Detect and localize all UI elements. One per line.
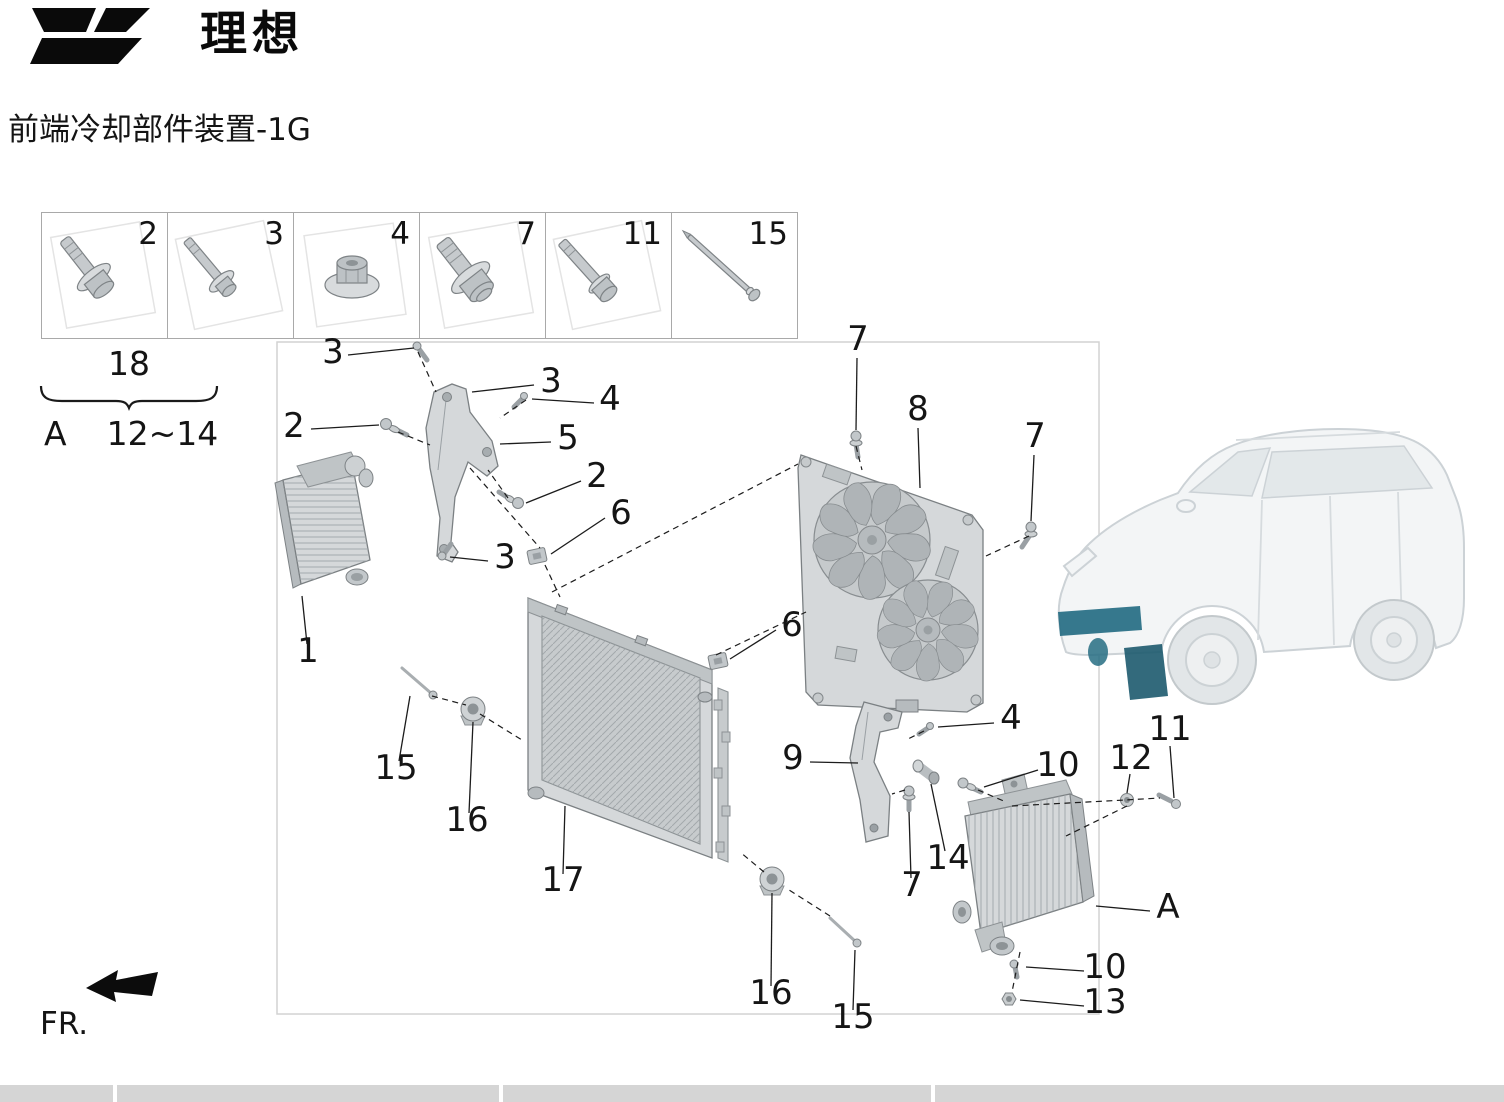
screw-4-upper [511,392,528,410]
part-1-intercooler [274,451,374,589]
clip-6b [707,652,729,670]
kit-brace [38,384,220,416]
highlighted-cooling-module [1058,606,1168,700]
callout: 3 [494,537,516,577]
bolt-2-lower [496,489,524,509]
kit-number: 18 [108,344,150,383]
bolt-7-fan-top [849,430,863,460]
front-arrow-icon [86,970,158,1002]
callout: 17 [541,860,584,900]
bolt-3-bracket-bottom [437,541,454,561]
callout: 14 [926,838,969,878]
callout-labels: 3 3 4 2 5 2 6 3 1 7 8 7 6 4 9 10 12 11 1… [283,319,1191,1037]
li-auto-logo-icon [30,8,150,64]
nut-13 [1001,992,1017,1006]
spacer-14 [912,759,940,785]
stud-10-lower [1009,959,1020,980]
part-a-intercooler [952,773,1095,956]
bolt-10-upper [957,777,984,795]
callout: A [1156,887,1179,927]
callout: 3 [322,332,344,372]
long-screw-icon [681,229,761,302]
rod-15-left [400,666,438,700]
kit-ref-range: 12~14 [106,414,219,453]
table-header-cell [0,1085,113,1102]
callout: 15 [831,997,874,1037]
part-17-radiator [527,597,731,863]
callout: 7 [901,865,923,905]
fastener-box-4: 4 [293,212,420,339]
callout: 2 [283,406,305,446]
front-direction-indicator: FR. [40,970,158,1042]
kit-ref-label: A [44,414,67,453]
callout: 7 [847,319,869,359]
page-title: 前端冷却部件装置-1G [8,112,311,148]
callout: 16 [445,800,488,840]
callout: 7 [1024,416,1046,456]
fastener-box-11: 11 [545,212,672,339]
diagram-frame [276,341,1100,1015]
bolt-7-fan-right [1019,521,1038,550]
bolt-2-left [380,418,410,438]
callout: 16 [749,973,792,1013]
fastener-legend: 2 3 [41,212,798,339]
callout: 8 [907,389,929,429]
hex-bolt-long-icon [552,219,662,331]
fastener-box-7: 7 [419,212,546,339]
table-header-cell [935,1085,1504,1102]
vehicle-illustration [1057,427,1465,705]
flange-bolt-large-icon [427,221,535,329]
callout: 1 [297,631,319,671]
callout: 9 [782,738,804,778]
callout: 2 [586,456,608,496]
fastener-number: 15 [748,216,788,252]
callout: 11 [1148,709,1191,749]
flange-bolt-icon [49,221,157,329]
leader-lines [301,347,1175,1011]
callout: 13 [1083,982,1126,1022]
callout: 15 [374,748,417,788]
fastener-box-2: 2 [41,212,168,339]
bolt-3-top [412,341,430,363]
callout: 4 [599,379,621,419]
washer-bolt-icon [174,219,284,331]
mount-16b [759,866,785,896]
callout: 12 [1109,738,1152,778]
kit-references: A 12~14 [44,414,218,453]
callout: 5 [557,418,579,458]
flange-nut-icon [303,222,407,328]
table-header-cell [117,1085,499,1102]
fastener-number: 4 [390,216,410,252]
brand-name: 理想 [200,7,304,62]
assembly-lines [397,351,1161,993]
fastener-box-15: 15 [671,212,798,339]
fastener-number: 2 [138,216,158,252]
front-direction-label: FR. [40,1006,88,1042]
part-8-fan-module [797,454,984,713]
callout: 10 [1036,745,1079,785]
bolt-7-lower [902,785,916,813]
fastener-box-3: 3 [167,212,294,339]
rod-15-bottom [828,916,862,948]
fastener-number: 3 [264,216,284,252]
callout: 4 [1000,698,1022,738]
part-9-bracket [849,701,903,843]
callout: 10 [1083,947,1126,987]
underbrace-icon [39,385,219,411]
callout: 6 [781,605,803,645]
mount-16a [460,696,486,726]
part-5-bracket [425,383,499,563]
fastener-number: 11 [622,216,662,252]
callout: 6 [610,493,632,533]
table-header-cell [503,1085,931,1102]
bushing-12 [1120,793,1134,807]
fastener-number: 7 [516,216,536,252]
clip-6a [526,547,548,565]
bolt-11 [1156,792,1181,809]
brand-logo: 理想 [30,6,304,68]
callout: 3 [540,361,562,401]
